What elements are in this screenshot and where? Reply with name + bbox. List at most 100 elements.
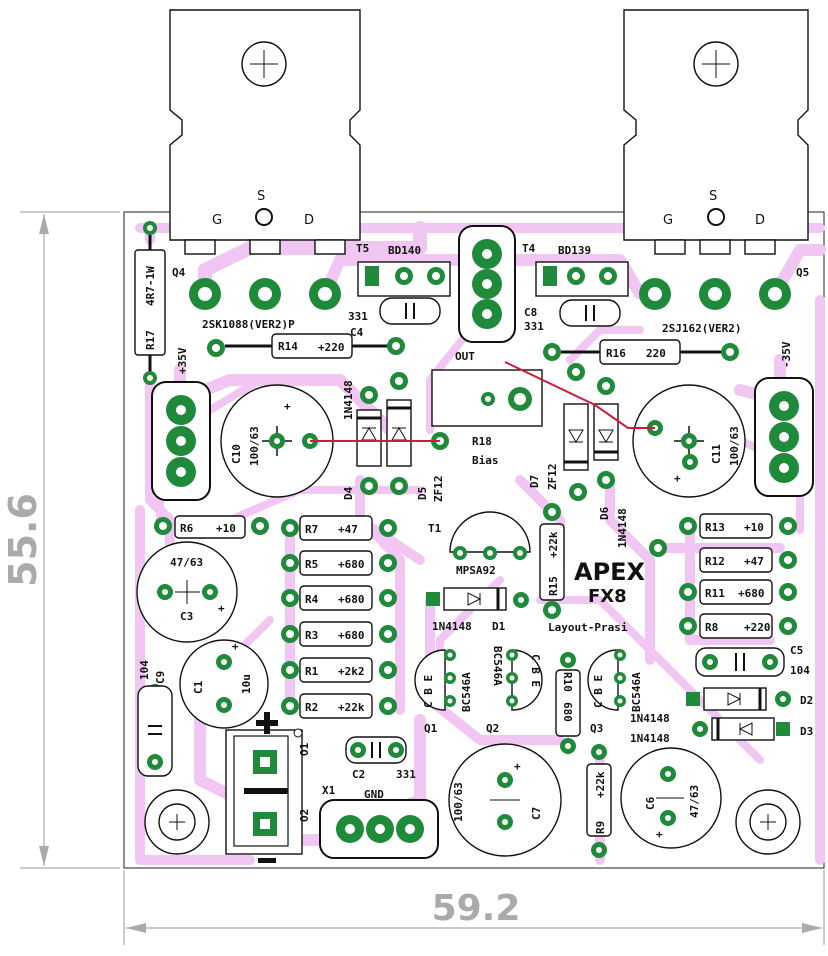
- r8-label: R8: [705, 621, 718, 634]
- c11-value: 100/63: [728, 426, 741, 466]
- gnd-label: GND: [364, 788, 384, 801]
- r1-label: R1: [305, 665, 319, 678]
- o2-label: O2: [298, 809, 311, 822]
- q5-source-label: S: [709, 189, 717, 204]
- capacitor-c7: +: [448, 743, 562, 857]
- resistor-r17: [134, 221, 166, 385]
- q2-pins: C B E: [529, 654, 542, 687]
- c10-value: 100/63: [248, 426, 261, 466]
- r16-value: 220: [646, 347, 666, 360]
- connector-input: [225, 712, 303, 863]
- c9-label: C9: [154, 671, 167, 684]
- resistor-r12: [649, 539, 797, 573]
- mosfet-q4: [169, 9, 361, 255]
- resistor-r1: [281, 657, 397, 683]
- c4-label: C4: [350, 326, 364, 339]
- transistor-q3: [587, 649, 626, 711]
- r11-label: R11: [705, 587, 725, 600]
- x1-label: X1: [322, 784, 336, 797]
- d3-part: 1N4148: [630, 732, 670, 745]
- d7-part: ZF12: [546, 464, 559, 491]
- c10-label: C10: [230, 444, 243, 464]
- q5-part: 2SJ162(VER2): [662, 322, 741, 335]
- capacitor-c8: [559, 299, 621, 327]
- mosfet-pads: [189, 278, 791, 310]
- d4-part: 1N4148: [342, 380, 355, 420]
- transistor-t1: [449, 511, 531, 560]
- neg35-label: -35V: [780, 341, 793, 368]
- width-dimension: 59.2: [432, 888, 521, 929]
- q2-part: BC546A: [491, 646, 504, 686]
- c7-label: C7: [530, 807, 543, 820]
- r4-value: +680: [338, 593, 365, 606]
- resistor-r8: [679, 613, 797, 639]
- svg-text:+: +: [656, 828, 663, 841]
- mounting-hole-right: [735, 789, 801, 855]
- r2-value: +22k: [338, 701, 365, 714]
- q4-label: Q4: [172, 266, 186, 279]
- resistor-r7: [281, 515, 397, 541]
- capacitor-c4: [379, 297, 441, 325]
- r13-label: R13: [705, 521, 725, 534]
- dimension-lines: [20, 211, 825, 945]
- mosfet-q5: [623, 9, 809, 255]
- r15-value: +22k: [547, 531, 560, 558]
- svg-text:+: +: [674, 472, 681, 485]
- r17-value: 4R7-1W: [144, 266, 157, 306]
- d2-part: 1N4148: [630, 712, 670, 725]
- r12-value: +47: [744, 555, 764, 568]
- t5-label: T5: [356, 242, 369, 255]
- r6-label: R6: [180, 522, 194, 535]
- c3-value: 47/63: [170, 556, 203, 569]
- r7-value: +47: [338, 523, 358, 536]
- t1-label: T1: [428, 522, 442, 535]
- connector-pos35: [151, 381, 211, 501]
- c4-value: 331: [348, 310, 368, 323]
- capacitor-c9: [137, 684, 173, 777]
- c3-label: C3: [180, 610, 193, 623]
- d2-label: D2: [800, 694, 813, 707]
- out-label: OUT: [455, 350, 475, 363]
- r10-label: R10: [561, 672, 574, 692]
- d6-part: 1N4148: [616, 508, 629, 548]
- r17-label: R17: [144, 330, 157, 350]
- r4-label: R4: [305, 593, 319, 606]
- q1-label: Q1: [424, 722, 438, 735]
- r15-label: R15: [547, 576, 560, 596]
- c6-value: 47/63: [688, 785, 701, 818]
- resistor-r13: [679, 513, 797, 539]
- credit-label: Layout-Prasi: [548, 621, 628, 634]
- d3-label: D3: [800, 725, 813, 738]
- r9-label: R9: [594, 821, 607, 834]
- svg-text:+: +: [232, 640, 239, 653]
- c5-value: 104: [790, 664, 810, 677]
- d4-label: D4: [342, 486, 355, 500]
- r7-label: R7: [305, 523, 318, 536]
- r18-label: R18: [472, 435, 492, 448]
- q5-gate-label: G: [663, 213, 673, 228]
- height-dimension: 55.6: [1, 493, 45, 587]
- pos35-label: +35V: [176, 347, 189, 374]
- r9-value: +22k: [594, 771, 607, 798]
- q3-pins: C B E: [592, 675, 605, 708]
- t5-part: BD140: [388, 244, 421, 257]
- r6-value: +10: [216, 522, 236, 535]
- diode-d3: [692, 717, 790, 741]
- q5-label: Q5: [796, 266, 809, 279]
- q3-part: BC546A: [630, 672, 643, 712]
- d5-part: ZF12: [432, 476, 445, 503]
- r3-value: +680: [338, 629, 365, 642]
- connector-gnd: [319, 799, 439, 859]
- c11-label: C11: [710, 444, 723, 464]
- jumper-wires: [310, 361, 655, 442]
- resistor-r16: [543, 339, 739, 365]
- r1-value: +2k2: [338, 665, 365, 678]
- svg-text:+: +: [514, 760, 521, 773]
- c1-label: C1: [192, 680, 205, 694]
- o1-label: O1: [298, 742, 311, 756]
- mounting-hole-left: [144, 789, 210, 855]
- r12-label: R12: [705, 555, 725, 568]
- connector-neg35: [754, 377, 814, 497]
- capacitor-c3: +: [136, 541, 238, 643]
- q4-drain-label: D: [304, 213, 314, 228]
